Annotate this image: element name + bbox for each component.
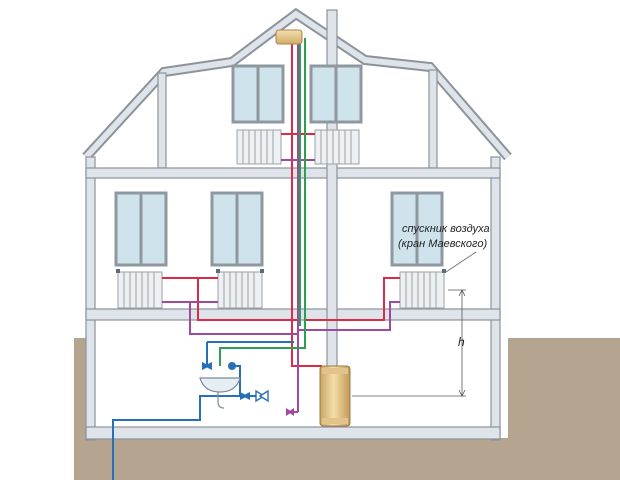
chimney xyxy=(326,9,338,371)
height-label: h xyxy=(458,335,465,349)
radiator-icon xyxy=(117,271,163,309)
valve-icon xyxy=(240,392,250,400)
callout-line xyxy=(445,251,477,273)
height-dimension xyxy=(352,289,466,397)
sink-icon xyxy=(199,377,241,409)
radiators xyxy=(117,129,445,309)
window-icon xyxy=(390,191,444,267)
pump-icon xyxy=(255,389,269,403)
valve-icon xyxy=(286,408,294,416)
air-vents xyxy=(116,269,446,273)
window-icon xyxy=(114,191,168,267)
window-icon xyxy=(231,64,285,124)
window-icon xyxy=(210,191,264,267)
valve-icon xyxy=(202,362,212,370)
air-vent-label: спускник воздуха xyxy=(402,223,490,235)
radiator-icon xyxy=(236,129,282,165)
window-icon xyxy=(309,64,363,124)
radiator-icon xyxy=(217,271,263,309)
radiator-icon xyxy=(399,271,445,309)
air-vent-sublabel: (кран Маевского) xyxy=(398,238,487,250)
valves xyxy=(202,362,294,416)
right-wall xyxy=(490,156,501,441)
boiler-icon xyxy=(319,365,351,427)
gas-pipes xyxy=(219,30,306,366)
valve-icon xyxy=(228,362,236,370)
return-pipes xyxy=(162,42,400,413)
ground-floor xyxy=(85,426,501,440)
expansion-tank-icon xyxy=(275,29,303,45)
radiator-icon xyxy=(314,129,360,165)
hot-pipes xyxy=(162,36,400,367)
windows xyxy=(114,64,444,267)
left-wall xyxy=(85,156,96,441)
